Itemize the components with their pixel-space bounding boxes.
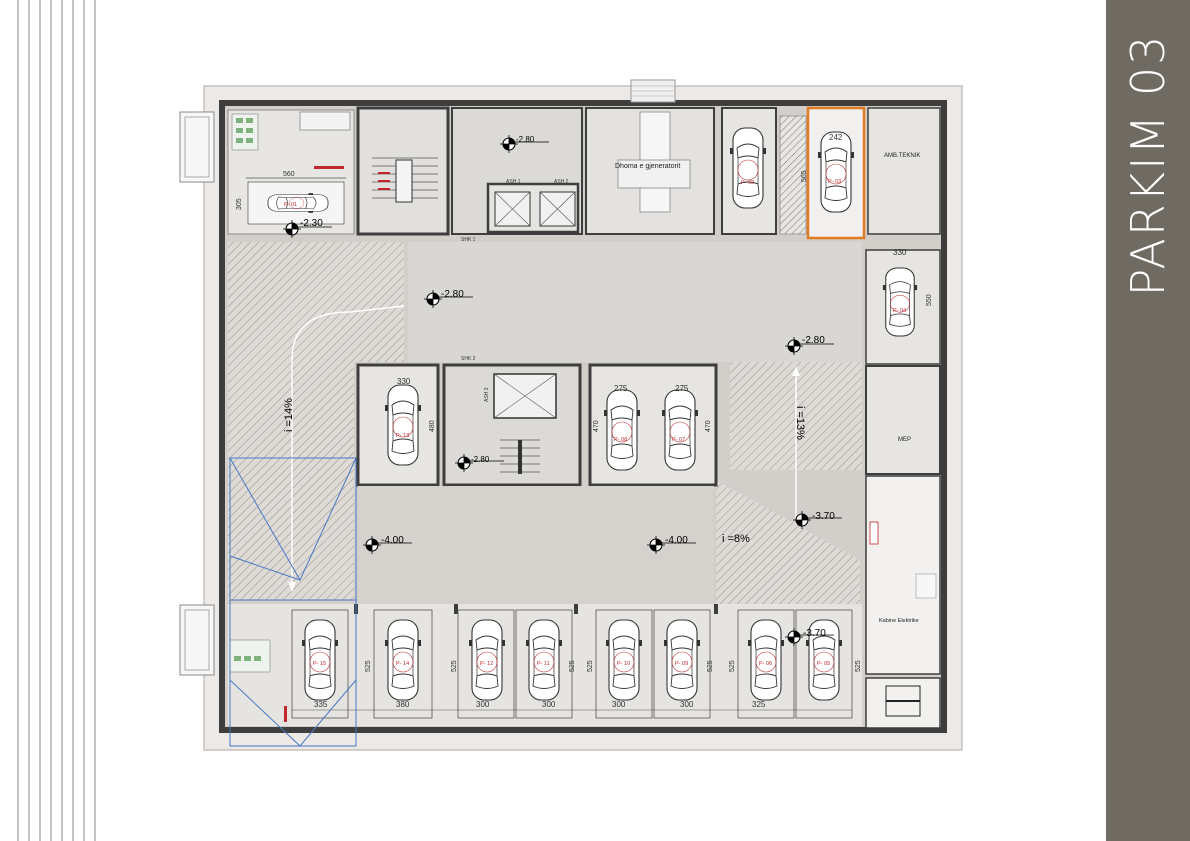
- spot-label-p15: P- 15: [313, 661, 326, 667]
- level-label-5: -3.70: [812, 511, 835, 522]
- spot-label-p13: P- 13: [396, 433, 409, 439]
- dim-550: 550: [926, 294, 933, 306]
- dim-300b: 300: [542, 700, 556, 709]
- margin-lines: [17, 0, 96, 841]
- spot-label-p11: P- 11: [537, 661, 550, 667]
- car-p14: [384, 619, 422, 701]
- dim-242: 242: [829, 133, 843, 142]
- stair-1-label: SHK 1: [461, 237, 476, 243]
- slope-label-3: i =8%: [722, 533, 750, 545]
- dim-330a: 330: [893, 248, 907, 257]
- stair-2-label: SHK 2: [461, 356, 476, 362]
- dim-525f: 525: [729, 660, 736, 672]
- dim-275a: 275: [614, 384, 628, 393]
- spot-label-p14: P- 14: [396, 661, 409, 667]
- car-p11: [525, 619, 563, 701]
- dim-305: 305: [236, 198, 243, 210]
- level-label-4: -2.80: [802, 335, 825, 346]
- car-p08: [603, 389, 641, 471]
- lift-2-label: ASH 2: [554, 179, 569, 185]
- car-p03: [817, 131, 855, 213]
- technical-room: [867, 107, 941, 235]
- car-p07: [661, 389, 699, 471]
- level-label-7: -4.00: [381, 535, 404, 546]
- spot-label-p09: P- 09: [675, 661, 688, 667]
- dim-565: 565: [801, 170, 808, 182]
- floor-plan: P- 01 560 305 -2.30 SHK 1 ASH 1 ASH 2 -2…: [179, 79, 963, 751]
- dim-275b: 275: [675, 384, 689, 393]
- spot-label-p07: P- 07: [672, 437, 685, 443]
- car-p02: [729, 127, 767, 209]
- spot-label-p12: P- 12: [480, 661, 493, 667]
- spot-label-p01: P- 01: [284, 202, 297, 208]
- car-p10: [605, 619, 643, 701]
- slope-label-1: i =14%: [283, 398, 295, 432]
- spot-label-p04: P- 04: [893, 308, 906, 314]
- light-well-bottom: [179, 604, 215, 676]
- spot-label-p03: P- 03: [828, 179, 841, 185]
- ramp-left: [228, 242, 404, 600]
- car-p15: [301, 619, 339, 701]
- mep-room: [865, 365, 941, 475]
- generator-room-label: Dhoma e gjeneratorit: [615, 163, 680, 170]
- lift-1-label: ASH 1: [506, 179, 521, 185]
- level-label-8: -4.00: [665, 535, 688, 546]
- dim-525a: 525: [365, 660, 372, 672]
- car-p13: [384, 384, 422, 466]
- mep-room-label: MEP: [898, 437, 911, 443]
- car-p12: [468, 619, 506, 701]
- drive-aisle-upper: [408, 242, 862, 362]
- light-well-top: [179, 111, 215, 183]
- technical-room-label: AMB.TEKNIK: [884, 153, 920, 159]
- dim-300a: 300: [476, 700, 490, 709]
- level-label-9: -3.70: [803, 628, 826, 639]
- dim-525c: 525: [569, 660, 576, 672]
- level-label-1: -2.30: [300, 218, 323, 229]
- level-label-3: -2.80: [441, 289, 464, 300]
- dim-525b: 525: [451, 660, 458, 672]
- dim-525d: 525: [587, 660, 594, 672]
- dim-470b: 470: [705, 420, 712, 432]
- sheet-title: PARKIM 03: [1121, 33, 1175, 297]
- dim-335: 335: [314, 700, 328, 709]
- level-label-6: -2.80: [471, 455, 490, 464]
- spot-label-p05: P- 05: [817, 661, 830, 667]
- dim-380: 380: [396, 700, 410, 709]
- dim-325: 325: [752, 700, 766, 709]
- dim-560: 560: [283, 171, 295, 178]
- car-p04: [882, 267, 918, 337]
- dim-300c: 300: [612, 700, 626, 709]
- dim-525e: 525: [707, 660, 714, 672]
- lift-3-label: ASH 3: [484, 387, 490, 402]
- spot-label-p08: P- 08: [614, 437, 627, 443]
- sheet-sidebar: [1106, 0, 1190, 841]
- electrical-room-label: Kabine Elektrike: [879, 618, 919, 624]
- spot-label-p10: P- 10: [617, 661, 630, 667]
- spot-label-p02: P- 02: [741, 180, 754, 186]
- dim-525g: 525: [855, 660, 862, 672]
- ramp-middle: [716, 480, 860, 606]
- ramp-outline-overlay: [229, 457, 357, 747]
- dim-470a: 470: [593, 420, 600, 432]
- car-p01: [267, 192, 329, 214]
- level-label-2: -2.80: [516, 135, 535, 144]
- car-p06: [747, 619, 785, 701]
- spot-label-p06: P- 06: [759, 661, 772, 667]
- car-p09: [663, 619, 701, 701]
- dim-330b: 330: [397, 377, 411, 386]
- slope-label-2: i =13%: [794, 406, 806, 440]
- dim-300d: 300: [680, 700, 694, 709]
- dim-480: 480: [429, 420, 436, 432]
